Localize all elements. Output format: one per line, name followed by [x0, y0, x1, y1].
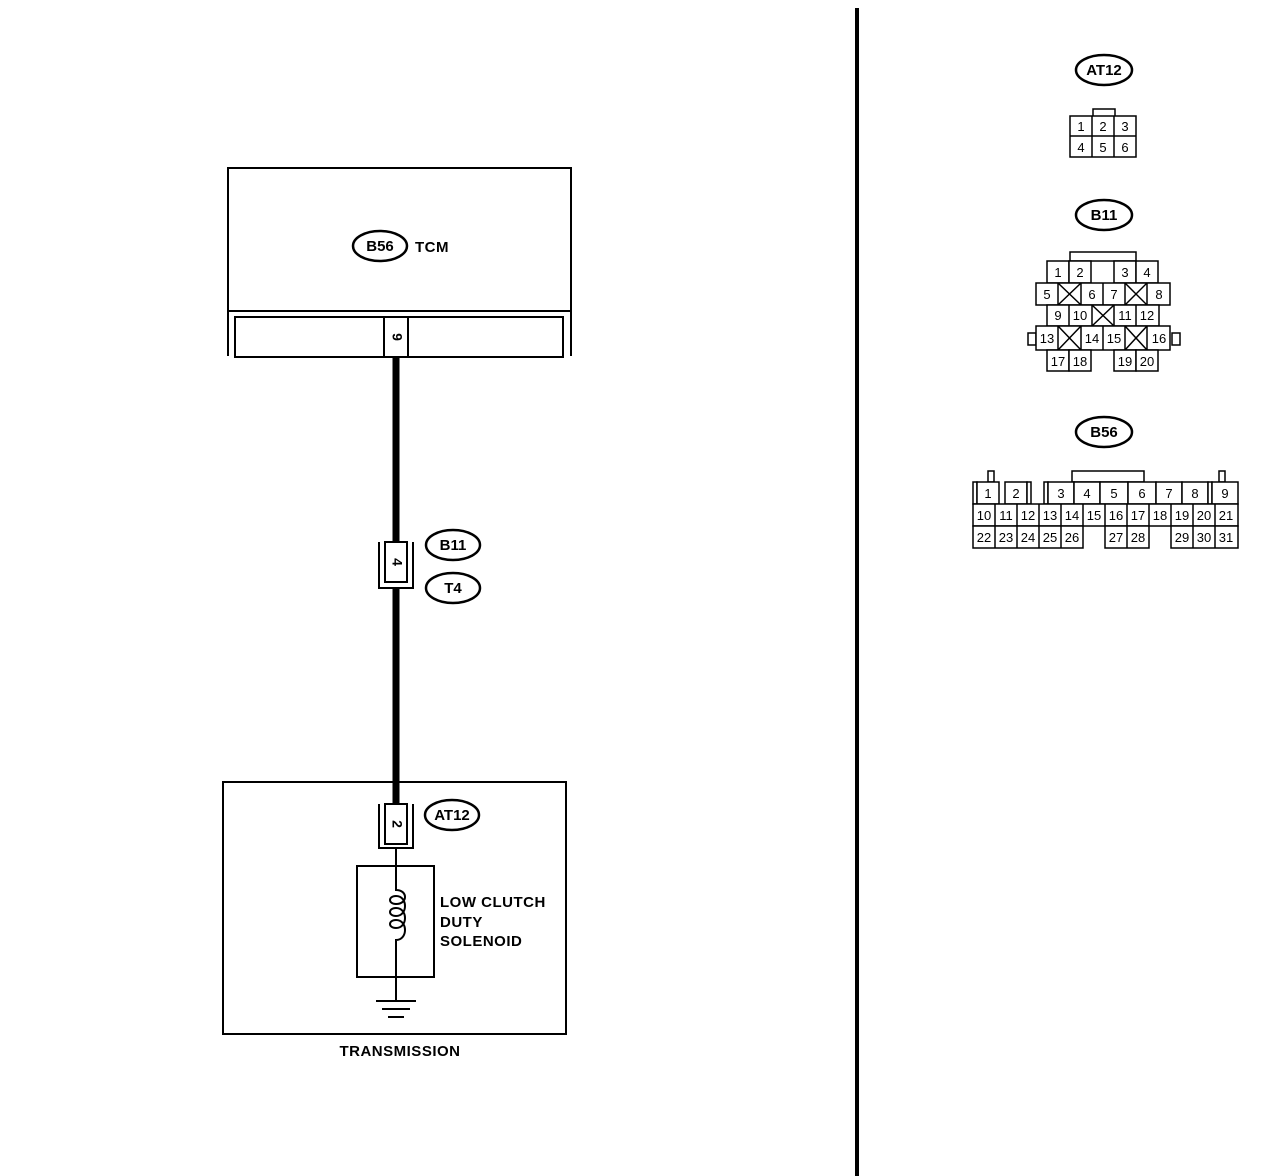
b56-pin: 7 [1165, 486, 1172, 501]
transmission-label: TRANSMISSION [339, 1043, 460, 1060]
b11-pin: 14 [1085, 331, 1099, 346]
junction-pin-cell [384, 541, 408, 583]
transmission-unit: 2 AT12 LOW CLUTCH DUTY SOLENOID [222, 781, 567, 1035]
b11-pin: 3 [1121, 265, 1128, 280]
b11-pin: 9 [1054, 308, 1061, 323]
b56-pin: 17 [1131, 508, 1145, 523]
b56-pin: 9 [1221, 486, 1228, 501]
b56-pin: 22 [977, 530, 991, 545]
b56-pin: 18 [1153, 508, 1167, 523]
b56-pin: 23 [999, 530, 1013, 545]
at12-connector-face: AT12 1 2 3 4 5 6 [1069, 53, 1137, 158]
b11-pin: 16 [1152, 331, 1166, 346]
b56-face-label: B56 [1090, 424, 1118, 441]
b56-pin: 11 [999, 508, 1013, 523]
b56-pin: 4 [1083, 486, 1090, 501]
b56-pin: 13 [1043, 508, 1057, 523]
b11-pin: 8 [1155, 287, 1162, 302]
transmission-connector-label: AT12 [434, 807, 470, 824]
tcm-name: TCM [415, 239, 449, 256]
b56-pin: 31 [1219, 530, 1233, 545]
junction-connector: 4 B11 T4 [378, 528, 482, 605]
transmission-connector-oval [423, 798, 481, 832]
at12-pin: 2 [1099, 119, 1106, 134]
solenoid-line-3: SOLENOID [440, 933, 522, 950]
tcm-unit: 9 B56 TCM [227, 167, 572, 358]
b11-pin: 15 [1107, 331, 1121, 346]
junction-upper-oval [424, 528, 482, 562]
b56-connector-face: B56 1 2 3 4 5 6 7 8 9 [972, 415, 1239, 549]
b11-face-label: B11 [1091, 207, 1118, 224]
b56-pin: 6 [1138, 486, 1145, 501]
junction-lower-label: T4 [444, 580, 462, 597]
b56-pin: 14 [1065, 508, 1079, 523]
b56-pin: 21 [1219, 508, 1233, 523]
coil-icon [389, 866, 406, 977]
b56-pin: 24 [1021, 530, 1035, 545]
transmission-pin-cell [384, 803, 408, 845]
b56-pin: 26 [1065, 530, 1079, 545]
b56-pin: 29 [1175, 530, 1189, 545]
b56-pin: 30 [1197, 530, 1211, 545]
b11-pin: 19 [1118, 354, 1132, 369]
b11-face-oval [1074, 198, 1134, 232]
b56-pin: 5 [1110, 486, 1117, 501]
at12-pin: 6 [1121, 140, 1128, 155]
at12-pin: 1 [1077, 119, 1084, 134]
tcm-connector-label: B56 [366, 238, 394, 255]
at12-pin: 3 [1121, 119, 1128, 134]
b11-pin: 12 [1140, 308, 1154, 323]
b56-pin: 27 [1109, 530, 1123, 545]
b56-face-oval [1074, 415, 1134, 449]
b56-pin: 1 [984, 486, 991, 501]
at12-face-oval [1074, 53, 1134, 87]
tcm-connector-oval [351, 229, 409, 263]
ground-icon [376, 977, 416, 1018]
b56-pin: 25 [1043, 530, 1057, 545]
b11-pin: 18 [1073, 354, 1087, 369]
b56-pin: 20 [1197, 508, 1211, 523]
b11-pin: 7 [1110, 287, 1117, 302]
transmission-box [222, 781, 567, 1035]
b11-connector-face: B11 1 2 3 4 5 6 7 8 9 10 11 [1027, 198, 1181, 372]
at12-pin: 5 [1099, 140, 1106, 155]
at12-pin: 4 [1077, 140, 1084, 155]
b11-pin: 1 [1054, 265, 1061, 280]
b11-pin: 13 [1040, 331, 1054, 346]
b11-pin: 5 [1043, 287, 1050, 302]
b56-pin: 15 [1087, 508, 1101, 523]
junction-upper-label: B11 [440, 537, 467, 554]
b56-pin: 8 [1191, 486, 1198, 501]
b56-pin: 28 [1131, 530, 1145, 545]
b56-pin: 12 [1021, 508, 1035, 523]
at12-face-label: AT12 [1086, 62, 1122, 79]
b56-pin: 3 [1057, 486, 1064, 501]
b11-pin: 4 [1143, 265, 1150, 280]
b56-pin: 16 [1109, 508, 1123, 523]
tcm-pin-label: 9 [389, 333, 405, 341]
b56-pin: 2 [1012, 486, 1019, 501]
b11-pin: 2 [1076, 265, 1083, 280]
b56-pin: 19 [1175, 508, 1189, 523]
tcm-pin-cell [383, 316, 409, 358]
b11-pin: 11 [1118, 308, 1132, 323]
transmission-pin-label: 2 [389, 820, 405, 828]
solenoid-line-1: LOW CLUTCH [440, 894, 546, 911]
b11-pin: 17 [1051, 354, 1065, 369]
junction-lower-oval [424, 571, 482, 605]
b11-pin: 6 [1088, 287, 1095, 302]
junction-pin-label: 4 [389, 558, 405, 566]
b11-pin: 10 [1073, 308, 1087, 323]
b56-pin: 10 [977, 508, 991, 523]
solenoid-line-2: DUTY [440, 914, 483, 931]
tcm-box [227, 167, 572, 312]
b11-pin: 20 [1140, 354, 1154, 369]
